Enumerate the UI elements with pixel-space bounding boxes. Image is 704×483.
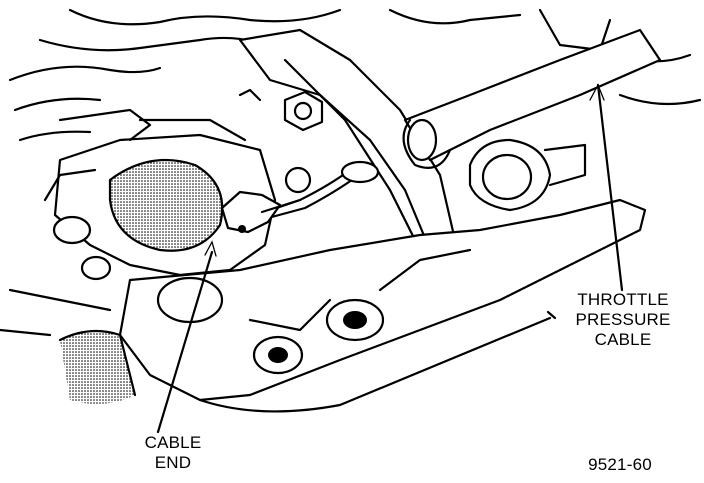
throttle-pressure-cable (263, 28, 662, 220)
label-line: END (154, 453, 192, 472)
cable-end-lever (220, 190, 302, 234)
engine-background (8, 8, 702, 142)
cable-end-label: CABLE END (118, 433, 228, 473)
intake-manifold (118, 198, 647, 413)
throttle-pressure-cable-label: THROTTLE PRESSURE CABLE (548, 290, 698, 350)
leader-lines (156, 83, 624, 434)
label-line: THROTTLE (577, 290, 669, 309)
figure-number: 9521-60 (588, 455, 652, 474)
lower-left-housing (0, 288, 137, 404)
label-line: CABLE (594, 330, 652, 349)
label-line: CABLE (144, 433, 202, 452)
throttle-body (43, 108, 277, 281)
label-line: PRESSURE (575, 310, 671, 329)
right-bolt (468, 138, 587, 212)
